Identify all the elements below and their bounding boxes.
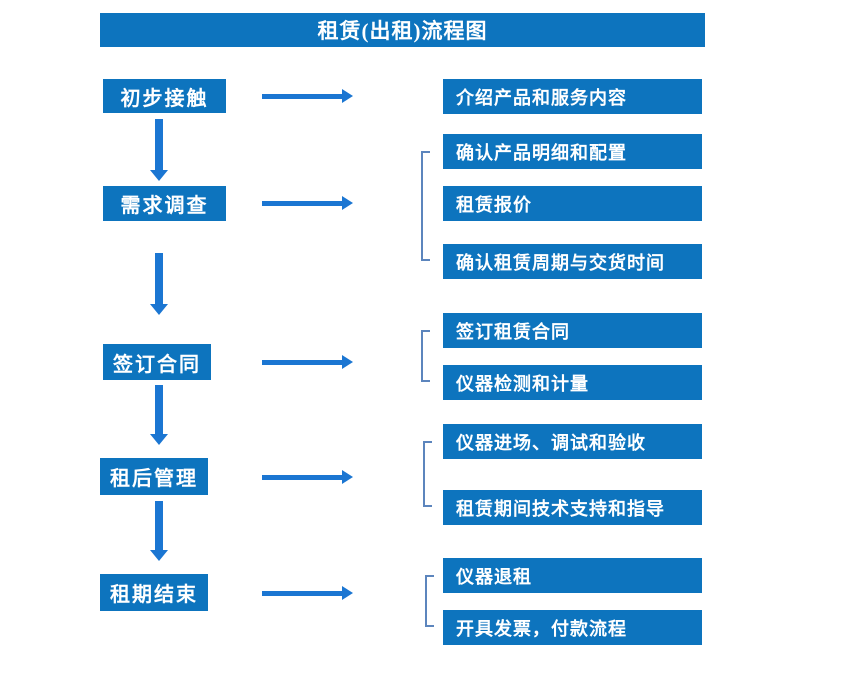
- detail-box-invoice-payment: 开具发票，付款流程: [443, 610, 702, 645]
- arrow-shaft: [262, 201, 344, 206]
- arrow-head-icon: [150, 170, 168, 181]
- arrow-head-icon: [342, 196, 353, 210]
- arrow-right-sign-contract: [262, 355, 353, 369]
- arrow-down-step1-step2: [150, 119, 168, 181]
- arrow-down-step2-step3: [150, 253, 168, 315]
- detail-box-sign-rental-contract: 签订租赁合同: [443, 313, 702, 348]
- bracket-rental-end-group: [425, 575, 434, 627]
- bracket-sign-contract-group: [421, 330, 430, 382]
- detail-box-rental-quote: 租赁报价: [443, 186, 702, 221]
- arrow-shaft: [262, 591, 344, 596]
- arrow-head-icon: [150, 434, 168, 445]
- arrow-head-icon: [150, 550, 168, 561]
- arrow-head-icon: [150, 304, 168, 315]
- arrow-right-demand-survey: [262, 196, 353, 210]
- detail-box-instrument-test-metering: 仪器检测和计量: [443, 365, 702, 400]
- detail-box-confirm-period-delivery: 确认租赁周期与交货时间: [443, 244, 702, 279]
- detail-box-instrument-return: 仪器退租: [443, 558, 702, 593]
- arrow-head-icon: [342, 355, 353, 369]
- step-box-initial-contact: 初步接触: [103, 79, 226, 113]
- bracket-post-rental-group: [423, 441, 432, 507]
- step-box-demand-survey: 需求调查: [103, 186, 226, 221]
- arrow-shaft: [155, 253, 163, 305]
- arrow-shaft: [262, 94, 344, 99]
- arrow-head-icon: [342, 89, 353, 103]
- arrow-right-rental-end: [262, 586, 353, 600]
- arrow-shaft: [155, 119, 163, 171]
- bracket-demand-survey-group: [421, 151, 430, 261]
- arrow-right-post-rental: [262, 470, 353, 484]
- arrow-down-step4-step5: [150, 501, 168, 561]
- arrow-shaft: [155, 501, 163, 551]
- arrow-right-initial-contact: [262, 89, 353, 103]
- detail-box-instrument-setup-acceptance: 仪器进场、调试和验收: [443, 424, 702, 459]
- detail-box-confirm-product-config: 确认产品明细和配置: [443, 134, 702, 169]
- arrow-down-step3-step4: [150, 385, 168, 445]
- arrow-shaft: [262, 360, 344, 365]
- arrow-head-icon: [342, 586, 353, 600]
- step-box-post-rental-management: 租后管理: [100, 458, 208, 495]
- detail-box-introduce-products: 介绍产品和服务内容: [443, 79, 702, 114]
- arrow-shaft: [262, 475, 344, 480]
- step-box-rental-end: 租期结束: [100, 574, 208, 611]
- detail-box-technical-support: 租赁期间技术支持和指导: [443, 490, 702, 525]
- step-box-sign-contract: 签订合同: [103, 344, 211, 380]
- arrow-shaft: [155, 385, 163, 435]
- flowchart-title: 租赁(出租)流程图: [100, 13, 705, 47]
- arrow-head-icon: [342, 470, 353, 484]
